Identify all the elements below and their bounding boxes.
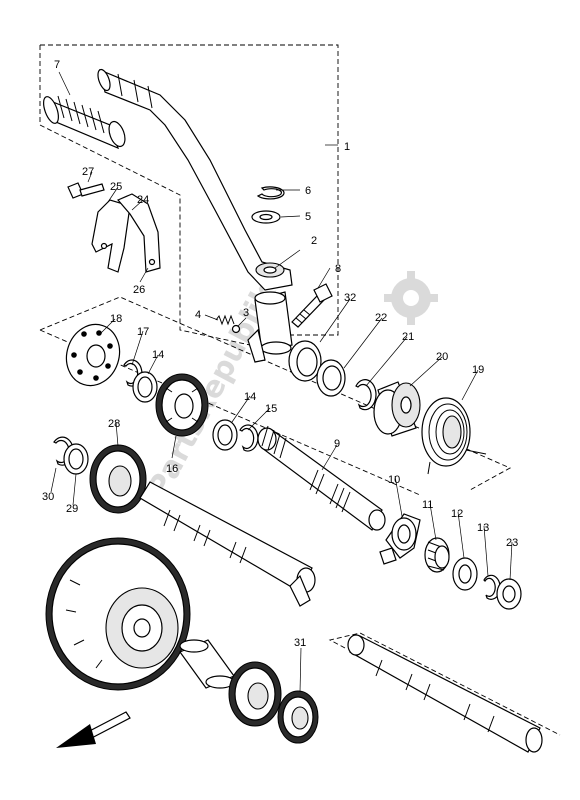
callout-16: 16: [166, 463, 178, 475]
washer: [212, 419, 238, 451]
callout-22: 22: [375, 312, 387, 324]
callout-12: 12: [451, 508, 463, 520]
circlip: [483, 574, 501, 600]
primary-driven-gear: [45, 537, 191, 691]
callout-14-upper: 14: [152, 349, 164, 361]
callout-31: 31: [294, 637, 306, 649]
main-axle-gear: [89, 444, 147, 514]
callout-17: 17: [137, 326, 149, 338]
kick-axle: [257, 425, 386, 531]
callout-18: 18: [110, 313, 122, 325]
callout-6: 6: [305, 185, 311, 197]
kick-crank-lever: [97, 68, 293, 291]
washer: [316, 359, 346, 397]
stopper-plate: [65, 323, 121, 387]
callout-14-lower: 14: [244, 391, 256, 403]
kick-boss: [247, 291, 293, 363]
callout-11: 11: [422, 499, 433, 511]
ratchet: [379, 513, 421, 565]
callout-4: 4: [195, 309, 201, 321]
circlip: [239, 424, 259, 452]
callout-19: 19: [472, 364, 484, 376]
washer: [132, 371, 158, 403]
circlip: [256, 186, 285, 200]
front-direction-arrow-icon: [56, 711, 131, 748]
ball: [231, 324, 241, 334]
callout-1: 1: [344, 141, 350, 153]
washer: [63, 443, 89, 475]
collar: [288, 340, 322, 382]
washer: [251, 210, 281, 224]
callout-15: 15: [265, 403, 277, 415]
callout-2: 2: [311, 235, 317, 247]
callout-28: 28: [108, 418, 120, 430]
countershaft-gear: [277, 690, 319, 744]
guide-bracket: [91, 193, 161, 273]
callout-8: 8: [335, 263, 341, 275]
countershaft-group-outline: [328, 632, 561, 736]
kick-idle-gear: [155, 373, 209, 437]
drive-gear: [228, 661, 282, 727]
callout-5: 5: [305, 211, 311, 223]
circlip: [355, 379, 377, 411]
callout-7: 7: [54, 59, 60, 71]
washer: [496, 578, 522, 610]
torsion-spring: [421, 397, 487, 475]
callout-24: 24: [137, 194, 149, 206]
kick-shaft-group-outline: [39, 296, 512, 496]
callout-29: 29: [66, 503, 78, 515]
washer: [452, 557, 478, 591]
gear-icon: [384, 271, 438, 325]
callout-13: 13: [477, 522, 489, 534]
callout-20: 20: [436, 351, 448, 363]
bracket-bolt: [67, 182, 105, 199]
callout-26: 26: [133, 284, 145, 296]
kick-lever-group-outline: [39, 44, 339, 346]
callout-23: 23: [506, 537, 518, 549]
main-axle: [139, 481, 316, 607]
callout-9: 9: [334, 438, 340, 450]
callout-25: 25: [110, 181, 122, 193]
callout-10: 10: [388, 474, 400, 486]
callout-30: 30: [42, 491, 54, 503]
leader-lines: [50, 71, 513, 693]
spacer-collar: [179, 639, 235, 689]
callout-21: 21: [402, 331, 414, 343]
spring-guide: [373, 381, 421, 437]
callout-3: 3: [243, 307, 249, 319]
callout-labels: 1 2 3 4 5 6 7 8 9 10 11 12 13 14 14 15 1…: [42, 59, 518, 649]
countershaft: [347, 634, 543, 753]
ratchet-spring: [424, 537, 450, 573]
callout-32: 32: [344, 292, 356, 304]
kick-grip: [43, 95, 126, 150]
callout-27: 27: [82, 166, 94, 178]
pinch-bolt: [291, 283, 333, 328]
spring-small: [215, 314, 235, 326]
